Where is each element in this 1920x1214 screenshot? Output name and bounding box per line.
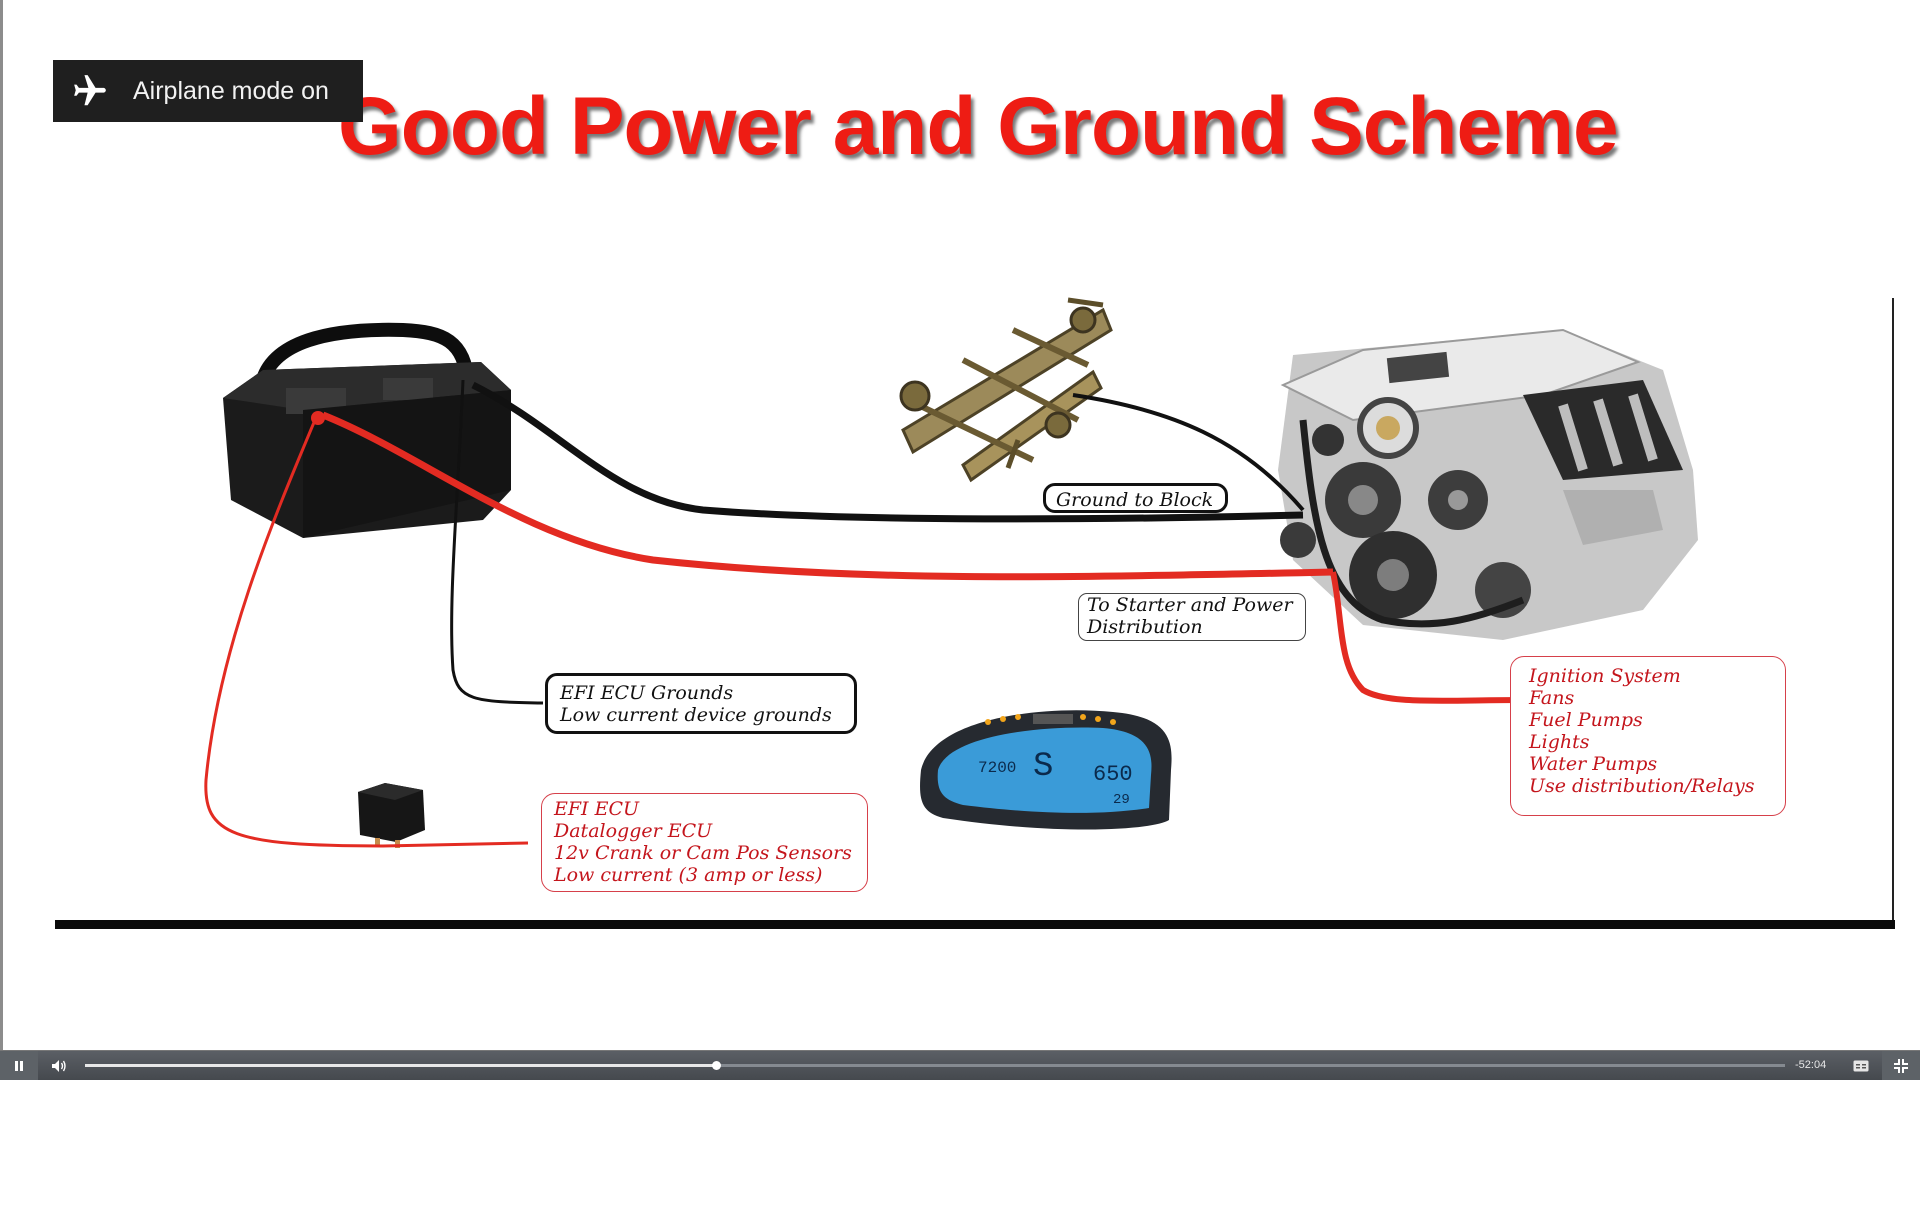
relay-image xyxy=(358,783,425,848)
captions-button[interactable] xyxy=(1850,1051,1872,1080)
chassis-frame-image xyxy=(899,297,1113,483)
positive-wire-distribution xyxy=(1330,571,1524,704)
pause-icon xyxy=(15,1060,23,1071)
label-ground-to-block: Ground to Block xyxy=(1043,483,1228,513)
dash-speed-readout: 7200 xyxy=(978,759,1016,777)
positive-wire-to-starter xyxy=(321,411,1334,581)
label-ignition-system: Ignition System Fans Fuel Pumps Lights W… xyxy=(1510,656,1786,816)
dash-display-image: S 650 7200 29 xyxy=(920,710,1172,830)
label-efi-ecu: EFI ECU Datalogger ECU 12v Crank or Cam … xyxy=(541,793,868,892)
slide-bottom-bar xyxy=(55,920,1895,929)
airplane-mode-notification[interactable]: Airplane mode on xyxy=(53,60,363,122)
notification-text: Airplane mode on xyxy=(133,76,329,105)
ground-wire-efi xyxy=(450,379,544,705)
dash-gear-readout: S xyxy=(1033,748,1053,786)
player-controls-bar: -52:04 xyxy=(0,1050,1920,1080)
ground-wire-battery-to-block xyxy=(471,381,1304,523)
captions-icon xyxy=(1853,1060,1869,1071)
progress-knob[interactable] xyxy=(712,1061,722,1070)
slide-title: Good Power and Ground Scheme xyxy=(338,81,1619,172)
time-remaining: -52:04 xyxy=(1795,1059,1827,1071)
dash-rpm-readout: 650 xyxy=(1093,762,1133,787)
exit-fullscreen-button[interactable] xyxy=(1882,1051,1920,1080)
positive-wire-to-relay xyxy=(204,419,529,848)
ground-wire-frame-to-engine xyxy=(1072,393,1305,512)
wiring-diagram: S 650 7200 29 xyxy=(55,297,1895,929)
video-frame[interactable]: S 650 7200 29 Good Power and Ground xyxy=(0,0,1920,1050)
exit-fullscreen-icon xyxy=(1894,1058,1908,1073)
progress-slider[interactable] xyxy=(85,1061,1785,1070)
label-efi-grounds: EFI ECU Grounds Low current device groun… xyxy=(545,673,857,734)
volume-icon xyxy=(52,1059,66,1072)
airplane-icon xyxy=(74,75,106,106)
engine-image xyxy=(1278,328,1698,640)
page-background xyxy=(0,1080,1920,1214)
label-to-starter: To Starter and Power Distribution xyxy=(1078,593,1306,641)
positive-terminal xyxy=(311,411,325,425)
progress-fill xyxy=(85,1064,717,1067)
volume-button[interactable] xyxy=(44,1051,74,1080)
dash-temp-readout: 29 xyxy=(1113,792,1130,808)
pause-button[interactable] xyxy=(0,1051,38,1080)
